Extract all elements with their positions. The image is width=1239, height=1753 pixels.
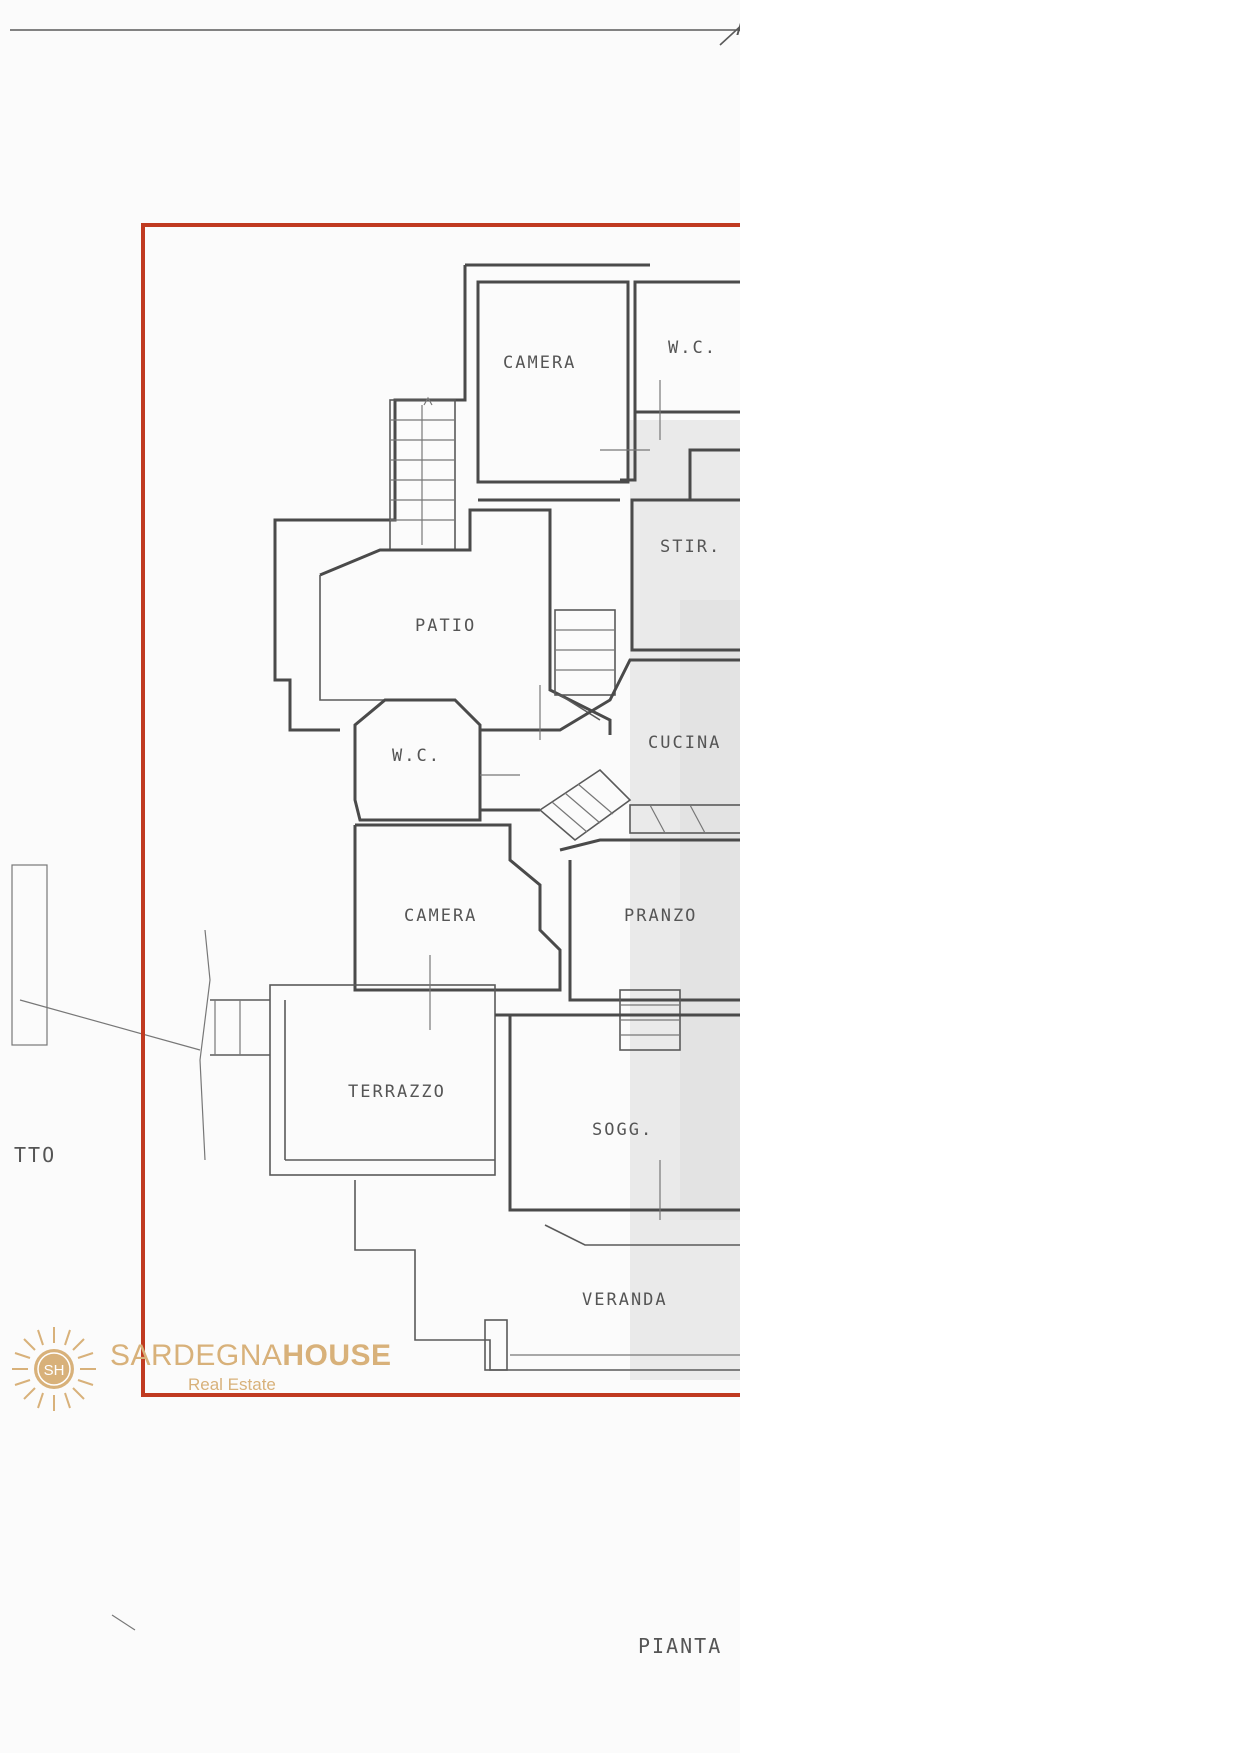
- unit-highlight-frame: [141, 223, 749, 1397]
- room-label-camera-mid: CAMERA: [404, 906, 478, 926]
- room-label-sogg: SOGG.: [592, 1120, 654, 1140]
- room-label-veranda: VERANDA: [582, 1290, 668, 1310]
- sardegnahouse-logo: SH SARDEGNAHOUSE Real Estate: [10, 1325, 391, 1415]
- room-label-camera-top: CAMERA: [503, 353, 577, 373]
- room-label-stir: STIR.: [660, 537, 722, 557]
- room-label-wc-left: W.C.: [392, 746, 441, 766]
- brand-name: SARDEGNAHOUSE: [110, 1339, 392, 1372]
- room-label-cucina: CUCINA: [648, 733, 722, 753]
- brand-tagline: Real Estate: [188, 1375, 276, 1394]
- svg-text:SH: SH: [44, 1362, 65, 1379]
- sun-emblem-icon: SH: [12, 1327, 96, 1411]
- room-label-terrazzo: TERRAZZO: [348, 1082, 446, 1102]
- margin-text-fragment: TTO: [14, 1143, 57, 1167]
- section-mark-top: A: [736, 16, 751, 40]
- room-label-wc-top: W.C.: [668, 338, 717, 358]
- sheet-title: PIANTA: [638, 1634, 723, 1658]
- section-mark-bottom: A: [958, 1440, 973, 1464]
- room-label-pranzo: PRANZO: [624, 906, 698, 926]
- room-label-patio: PATIO: [415, 616, 477, 636]
